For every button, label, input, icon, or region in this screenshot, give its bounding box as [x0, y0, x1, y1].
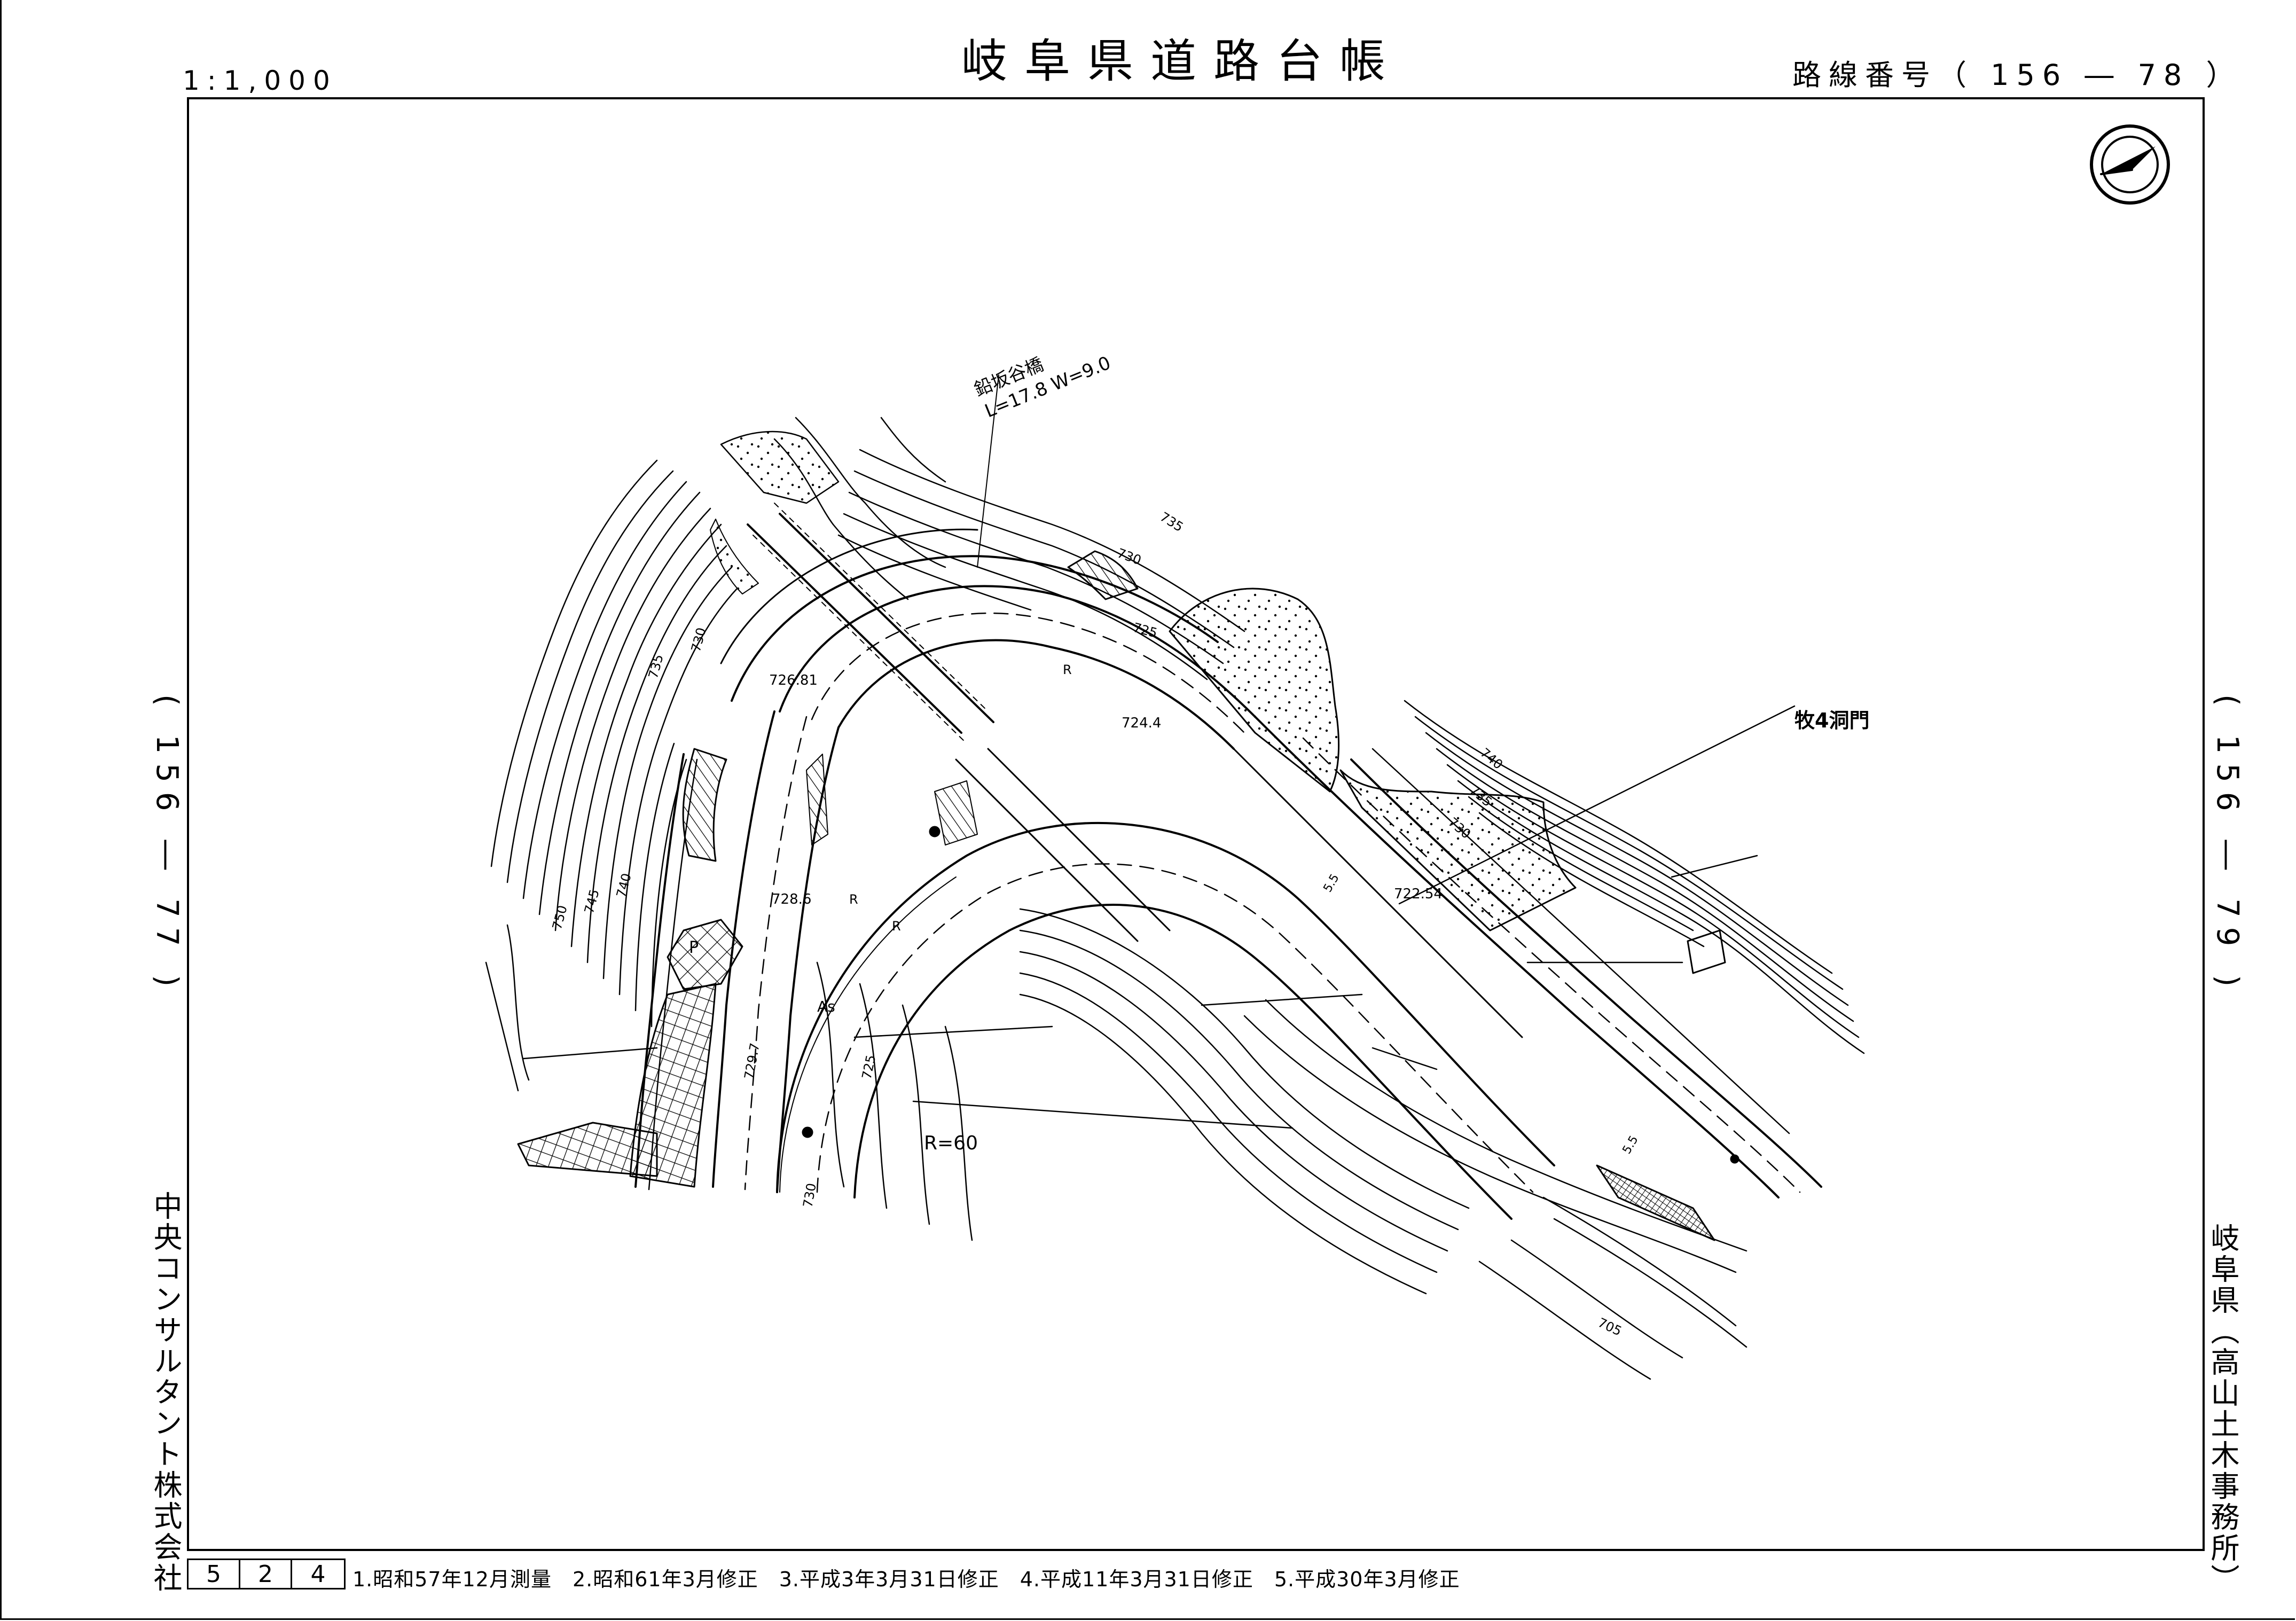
adjacent-sheet-left: ( 156 ― 77 ): [150, 694, 184, 997]
sheet-code-cell: 2: [240, 1560, 292, 1588]
contour-lines-south: [816, 908, 1748, 1380]
road-main-curve: [720, 528, 1256, 750]
surveyor-company: 中央コンサルタント株式会社: [148, 1191, 182, 1594]
contour-label: 725: [1131, 620, 1158, 641]
sheet-code-cell: 4: [310, 1560, 326, 1588]
road-inner-curve: [776, 821, 1555, 1220]
route-number: 路線番号（ 156 ― 78 ）: [1792, 58, 2243, 92]
retaining-wall-hatch: [517, 550, 1715, 1241]
map-scale: 1:1,000: [183, 65, 338, 96]
spot-elevation: 726.81: [769, 672, 818, 688]
contour-label: 745: [582, 888, 602, 915]
road-map-drawing[interactable]: 鉛坂谷橋 L=17.8 W=9.0 牧4洞門 R=60 P As 726.81 …: [187, 97, 2205, 1551]
survey-points: [802, 826, 1739, 1164]
spot-elevation: 729.7: [741, 1042, 763, 1081]
contour-label: 740: [614, 872, 634, 899]
leader-lines: [522, 705, 1796, 1129]
slope-stipple-areas: [710, 430, 1577, 931]
spot-elevation: 728.6: [772, 891, 811, 907]
sheet-code-cell: 5: [189, 1560, 240, 1588]
dimension-label: 5.5: [1620, 1133, 1641, 1156]
tunnel-label: 牧4洞門: [1795, 709, 1869, 732]
managing-office: 岐阜県（高山土木事務所）: [2206, 1223, 2239, 1595]
map-frame: [187, 97, 2205, 1551]
contour-label: 730: [800, 1182, 819, 1209]
contour-label: 750: [550, 904, 570, 931]
revision-history: 1.昭和57年12月測量 2.昭和61年3月修正 3.平成3年3月31日修正 4…: [352, 1568, 1460, 1591]
contour-label: 735: [1157, 509, 1186, 535]
contour-label: 730: [688, 626, 709, 653]
parking-mark: P: [689, 938, 699, 957]
contour-lines-west: [485, 459, 738, 1092]
bridge-structure: [747, 374, 1171, 942]
adjacent-sheet-right: ( 156 ― 79 ): [2210, 694, 2245, 997]
road-mark: R: [849, 892, 858, 907]
north-arrow-icon: [2090, 124, 2170, 205]
contour-label: 740: [1477, 745, 1506, 772]
road-mark: R: [892, 919, 901, 934]
spot-elevation: 722.54: [1394, 886, 1443, 902]
road-mark: R: [1063, 662, 1072, 677]
sheet-code-box: 5 2 4: [187, 1559, 346, 1589]
contour-label: 705: [1595, 1315, 1624, 1339]
spot-elevation: 724.4: [1122, 715, 1161, 731]
curve-radius-label: R=60: [924, 1132, 978, 1154]
dimension-label: 5.5: [1321, 872, 1342, 895]
pavement-mark: As: [817, 998, 835, 1015]
page-title: 岐阜県道路台帳: [961, 35, 1402, 88]
